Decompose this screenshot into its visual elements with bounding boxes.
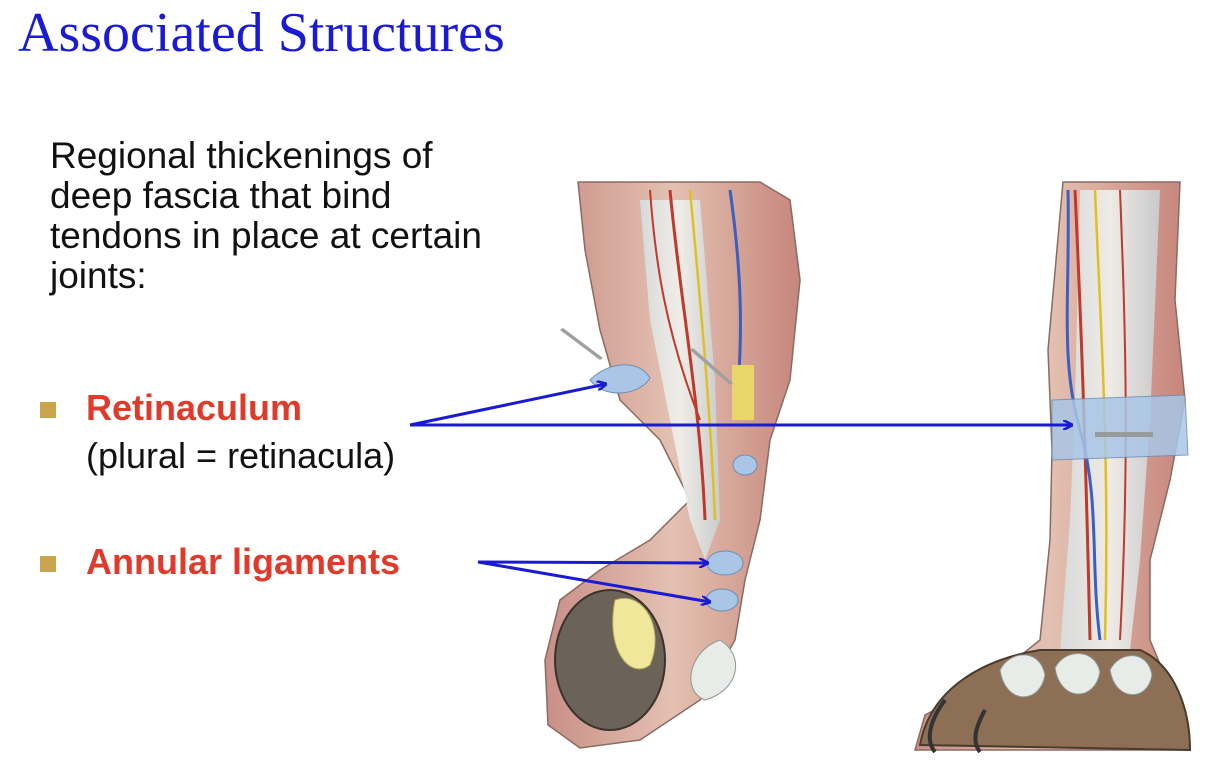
extended-claw-2: [973, 709, 987, 754]
flexed-pad-cut: [612, 597, 656, 670]
flexed-small-ligament: [732, 454, 758, 476]
extended-retinaculum: [1051, 394, 1189, 461]
extended-artery: [1073, 189, 1092, 641]
term-annular-ligaments: Annular ligaments: [86, 541, 401, 582]
extended-toe-1: [999, 654, 1046, 698]
flexed-artery: [668, 189, 707, 521]
slide-title: Associated Structures: [18, 2, 505, 64]
extended-paw-fur: [918, 649, 1192, 752]
intro-text: Regional thickenings of deep fascia that…: [50, 135, 482, 296]
extended-toe-3: [1109, 655, 1153, 696]
flexed-annular-2: [705, 588, 739, 612]
arrow-annular-upper: [477, 562, 708, 563]
extended-artery-2: [1119, 189, 1127, 641]
extended-probe: [1095, 432, 1153, 437]
extended-nerve: [1093, 189, 1108, 641]
flexed-digit: [690, 639, 736, 701]
flexed-probe-2: [690, 348, 733, 385]
arrow-retinaculum-left: [409, 384, 606, 427]
term-retinaculum-plural: (plural = retinacula): [86, 435, 396, 476]
flexed-annular-1: [706, 550, 744, 576]
extended-toe-2: [1054, 653, 1101, 695]
flexed-nerve: [688, 189, 717, 521]
extended-claw-1: [927, 698, 947, 754]
bullet-marker-retinaculum: [40, 402, 56, 418]
leg-illustration-extended: [914, 181, 1192, 754]
pointer-arrows: [409, 384, 1072, 602]
flexed-artery-2: [649, 189, 701, 421]
arrow-annular-lower: [477, 560, 710, 602]
leg-illustration-flexed: [544, 181, 801, 749]
bullet-marker-annular: [40, 556, 56, 572]
term-retinaculum: Retinaculum: [86, 387, 303, 428]
flexed-yellow-tissue: [732, 365, 754, 420]
flexed-probe: [560, 328, 603, 360]
